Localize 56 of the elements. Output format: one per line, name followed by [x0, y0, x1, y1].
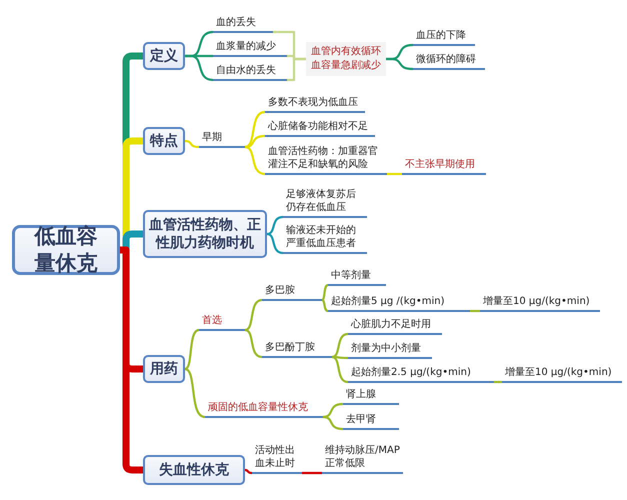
branch-line — [320, 284, 328, 302]
branch-text: 血管活性药物：加重器官灌注不足和缺氧的风险 — [265, 144, 387, 175]
topic-box: 血管活性药物、正性肌力药物时机 — [143, 210, 267, 258]
branch-text: 多数不表现为低血压 — [265, 95, 365, 113]
branch-line — [386, 58, 414, 70]
branch-line — [184, 368, 206, 418]
branch-text: 血浆量的减少 — [213, 39, 287, 57]
branch-text: 输液还未开始的严重低血压患者 — [283, 223, 367, 254]
branch-text: 不主张早期使用 — [402, 157, 486, 175]
branch-line — [244, 298, 262, 332]
branch-line — [330, 332, 348, 358]
branch-text: 早期 — [199, 130, 245, 148]
branch-text: 血压的下降 — [413, 28, 475, 46]
branch-line — [184, 328, 200, 370]
topic-box: 特点 — [143, 127, 185, 155]
branch-text: 自由水的丢失 — [213, 63, 287, 81]
branch-line — [322, 416, 344, 430]
branch-line — [244, 146, 266, 176]
branch-text: 微循环的障碍 — [413, 52, 485, 70]
branch-line — [386, 172, 402, 176]
topic-box: 定义 — [143, 42, 185, 70]
topic-box: 失血性休克 — [143, 455, 245, 485]
branch-line — [320, 298, 328, 312]
branch-text: 足够液体复苏后仍存在低血压 — [283, 187, 367, 218]
branch-line — [266, 216, 284, 236]
branch-text: 增量至10 μg/(kg•min) — [502, 365, 622, 383]
branch-text: 多巴酚丁胺 — [262, 340, 332, 358]
branch-line — [492, 380, 502, 384]
branch-text: 中等剂量 — [328, 268, 386, 286]
branch-text: 肾上腺 — [343, 387, 399, 405]
branch-text: 去甲肾 — [343, 412, 399, 430]
branch-text: 心脏储备功能相对不足 — [265, 119, 375, 137]
branch-text: 增量至10 μg/(kg•min) — [480, 294, 600, 312]
branch-text: 心脏肌力不足时用 — [348, 317, 442, 335]
branch-line — [184, 140, 200, 148]
branch-text: 血的丢失 — [213, 15, 273, 33]
bracket-line — [287, 58, 306, 82]
branch-text: 首选 — [199, 313, 245, 331]
branch-line — [244, 328, 262, 358]
central-topic-box: 低血容量休克 — [12, 225, 120, 275]
trunk-line — [120, 246, 143, 474]
branch-text: 活动性出血未止时 — [252, 443, 302, 474]
highlight-text: 血管内有效循环血容量急剧减少 — [306, 42, 386, 76]
branch-text: 起始剂量2.5 μg/(kg•min) — [348, 365, 494, 383]
branch-text: 维持动脉压/MAP正常低限 — [322, 443, 403, 474]
branch-line — [330, 356, 348, 384]
branch-text: 多巴胺 — [262, 283, 322, 301]
branch-text: 剂量为中小剂量 — [348, 341, 432, 359]
branch-line — [468, 310, 480, 312]
branch-line — [244, 110, 266, 148]
branch-text: 顽固的低血容量性休克 — [205, 400, 323, 418]
branch-line — [244, 468, 252, 474]
branch-line — [300, 472, 322, 474]
branch-text: 起始剂量5 μg /(kg•min) — [328, 294, 470, 312]
topic-box: 用药 — [143, 355, 185, 383]
branch-line — [266, 232, 284, 254]
